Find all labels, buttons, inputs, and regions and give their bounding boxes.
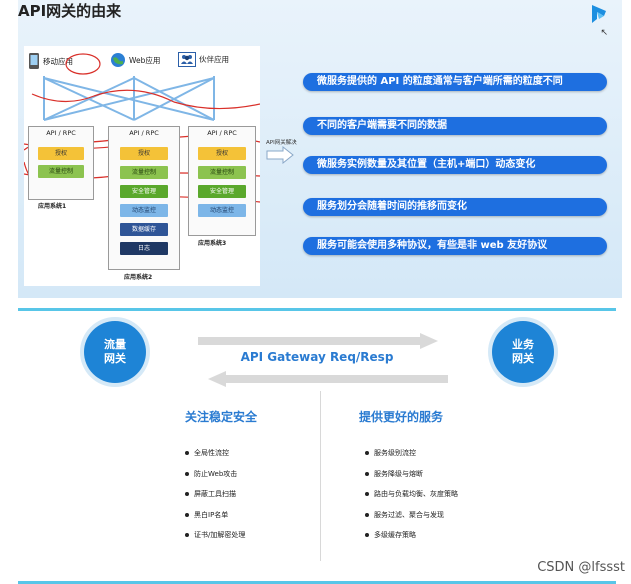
app-web: Web应用 <box>110 52 160 68</box>
circle-line: 流量 <box>104 338 126 351</box>
module-monitor: 动态监控 <box>198 204 246 217</box>
app-system-1: API / RPC 授权 流量控制 <box>28 126 94 200</box>
left-column-title: 关注稳定安全 <box>185 410 258 424</box>
request-arrow-icon <box>198 333 438 349</box>
app-system-3: API / RPC 授权 流量控制 安全管理 动态监控 <box>188 126 256 236</box>
slide-title: API网关的由来 <box>18 2 122 20</box>
module-log: 日志 <box>120 242 168 255</box>
architecture-diagram: 移动应用 Web应用 伙伴应用 <box>24 46 260 286</box>
app-label: 伙伴应用 <box>199 55 229 64</box>
list-item: 黑白IP名单 <box>185 510 245 531</box>
csdn-watermark: CSDN @lfssst <box>537 560 625 575</box>
list-item: 屏蔽工具扫描 <box>185 489 245 510</box>
problem-pill: 微服务实例数量及其位置（主机+端口）动态变化 <box>303 156 607 174</box>
list-item: 防止Web攻击 <box>185 469 245 490</box>
app-label: 移动应用 <box>43 56 73 66</box>
app-system-2: API / RPC 授权 流量控制 安全管理 动态监控 数据缓存 日志 <box>108 126 180 270</box>
mouse-cursor-icon: ↖ <box>600 28 608 38</box>
system-header: API / RPC <box>207 129 237 137</box>
left-feature-list: 全局性流控 防止Web攻击 屏蔽工具扫描 黑白IP名单 证书/加解密处理 <box>185 448 245 551</box>
app-label: Web应用 <box>129 55 161 65</box>
player-logo-icon <box>592 5 606 23</box>
globe-icon <box>111 53 125 67</box>
list-item: 服务降级与熔断 <box>365 469 458 490</box>
right-column-title: 提供更好的服务 <box>359 410 444 424</box>
gateway-label: API Gateway Req/Resp <box>240 350 394 364</box>
system-name: 应用系统3 <box>198 240 227 247</box>
list-item: 多级缓存策略 <box>365 530 458 551</box>
system-name: 应用系统2 <box>124 274 153 281</box>
list-item: 全局性流控 <box>185 448 245 469</box>
circle-line: 业务 <box>512 338 534 351</box>
system-name: 应用系统1 <box>38 203 67 210</box>
business-gateway-circle: 业务网关 <box>492 321 554 383</box>
module-flow-control: 流量控制 <box>198 166 246 179</box>
module-security: 安全管理 <box>120 185 168 198</box>
right-feature-list: 服务级别流控 服务降级与熔断 路由与负载均衡、灰度策略 服务过滤、聚合与发现 多… <box>365 448 458 551</box>
traffic-gateway-circle: 流量网关 <box>84 321 146 383</box>
list-item: 证书/加解密处理 <box>185 530 245 551</box>
module-auth: 授权 <box>38 147 84 160</box>
arrow-label: API网关解决 <box>266 140 297 146</box>
problem-pill: 服务可能会使用多种协议，有些是非 web 友好协议 <box>303 237 607 255</box>
list-item: 路由与负载均衡、灰度策略 <box>365 489 458 510</box>
module-auth: 授权 <box>198 147 246 160</box>
slide-gateway-types: 流量网关 业务网关 API Gateway Req/Resp 关注稳定安全 提供… <box>18 308 616 584</box>
list-item: 服务过滤、聚合与发现 <box>365 510 458 531</box>
circle-line: 网关 <box>512 352 534 365</box>
module-flow-control: 流量控制 <box>38 165 84 178</box>
system-header: API / RPC <box>46 129 76 137</box>
problem-pill: 服务划分会随着时间的推移而变化 <box>303 198 607 216</box>
problem-pill: 微服务提供的 API 的粒度通常与客户端所需的粒度不同 <box>303 73 607 91</box>
app-mobile: 移动应用 <box>28 52 73 70</box>
response-arrow-icon <box>208 371 448 387</box>
module-cache: 数据缓存 <box>120 223 168 236</box>
module-flow-control: 流量控制 <box>120 166 168 179</box>
people-icon <box>178 52 196 67</box>
app-partner: 伙伴应用 <box>178 52 229 67</box>
column-divider <box>320 391 321 561</box>
problem-pill: 不同的客户端需要不同的数据 <box>303 117 607 135</box>
list-item: 服务级别流控 <box>365 448 458 469</box>
module-security: 安全管理 <box>198 185 246 198</box>
module-monitor: 动态监控 <box>120 204 168 217</box>
right-arrow-icon <box>266 146 294 164</box>
phone-icon <box>29 53 39 69</box>
slide-api-gateway-origin: API网关的由来 ↖ 移动应用 Web应用 伙伴应用 <box>18 0 622 298</box>
system-header: API / RPC <box>129 129 159 137</box>
module-auth: 授权 <box>120 147 168 160</box>
circle-line: 网关 <box>104 352 126 365</box>
